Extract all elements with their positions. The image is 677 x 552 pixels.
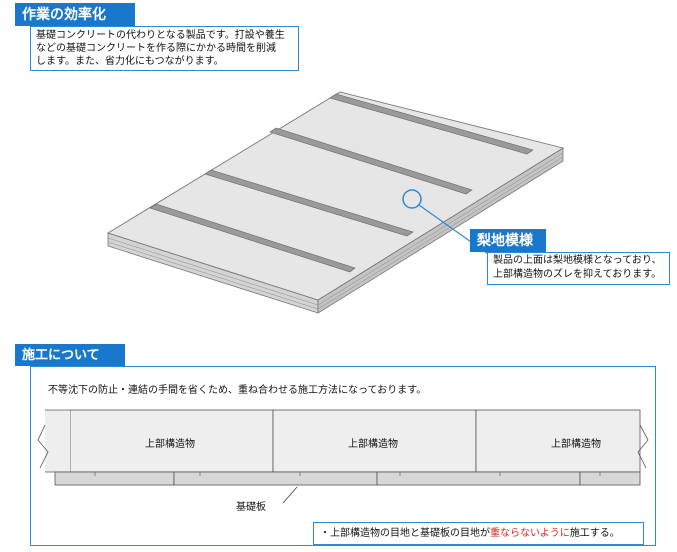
slab-groove-1 (149, 203, 356, 273)
construction-note: ・上部構造物の目地と基礎板の目地が重ならないように施工する。 (320, 527, 620, 541)
construction-note-box (313, 522, 644, 545)
base-plate-1 (54, 471, 175, 486)
upper-structure-label-3: 上部構造物 (551, 439, 601, 450)
upper-structure-3 (475, 409, 641, 473)
construction-description: 不等沈下の防止・連結の手間を省くため、重ね合わせる施工方法になっております。 (48, 385, 427, 396)
pattern-line-2: 上部構造物のズレを抑えております。 (493, 269, 662, 280)
upper-structure-label-2: 上部構造物 (348, 439, 398, 450)
base-plate-3 (376, 471, 581, 486)
upper-structure-2 (272, 409, 477, 473)
note-prefix: ・上部構造物の目地と基礎板の目地が (320, 528, 490, 539)
efficiency-line-1: 基礎コンクリートの代わりとなる製品です。打設や養生 (36, 30, 285, 41)
break-symbol-right (637, 424, 649, 469)
pattern-line-1: 製品の上面は梨地模様となっており、 (493, 255, 662, 266)
note-suffix: 施工する。 (569, 528, 620, 539)
efficiency-line-2: などの基礎コンクリートを作る際にかかる時間を削減 (36, 43, 276, 54)
efficiency-callout (30, 26, 299, 71)
efficiency-title: 作業の効率化 (15, 3, 135, 26)
construction-title: 施工について (15, 344, 125, 366)
pattern-callout (487, 252, 670, 285)
efficiency-line-3: します。また、省力化にもつながります。 (36, 56, 224, 67)
slab-groove-4 (329, 93, 534, 155)
base-plate-4 (579, 471, 641, 486)
break-symbol-left (37, 424, 49, 469)
slab-groove-3 (269, 127, 473, 195)
base-plate-label: 基礎板 (236, 502, 266, 513)
upper-structure-label-1: 上部構造物 (145, 439, 195, 450)
surface-marker (402, 189, 422, 209)
slab-groove-2 (204, 169, 414, 237)
note-emphasis: 重ならないように (490, 528, 570, 539)
base-plate-2 (173, 471, 378, 486)
slab-top-face (106, 91, 565, 301)
pattern-title: 梨地模様 (470, 229, 546, 252)
